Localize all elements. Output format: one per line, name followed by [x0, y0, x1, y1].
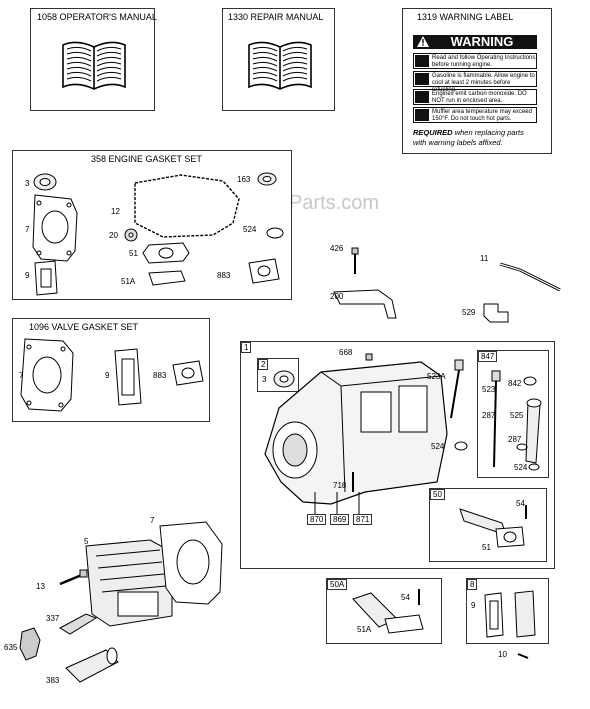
hot-surface-icon: [415, 109, 429, 121]
warning-header: WARNING: [413, 35, 537, 49]
part-tag: 871: [353, 514, 373, 525]
warning-row: Read and follow Operating Instructions b…: [413, 53, 537, 69]
part-label: 523A: [427, 372, 446, 381]
part-label: 524: [243, 225, 257, 234]
warning-row: Gasoline is flammable. Allow engine to c…: [413, 71, 537, 93]
part-label: 54: [401, 593, 410, 602]
part-label: 13: [36, 582, 45, 591]
part-label: 7: [19, 371, 24, 380]
book-icon: [62, 41, 126, 90]
warning-label-title: 1319 WARNING LABEL: [417, 12, 514, 22]
part-tag: 870: [307, 514, 327, 525]
part-label: 7: [150, 516, 155, 525]
part-label: 51: [129, 249, 138, 258]
warning-label-box: 1319 WARNING LABEL WARNING Read and foll…: [402, 8, 552, 154]
box-number: 8: [467, 579, 478, 590]
warning-note-text: when replacing parts: [454, 128, 524, 137]
part-label: 51A: [121, 277, 136, 286]
part-tag: 869: [330, 514, 350, 525]
part-label: 20: [109, 231, 118, 240]
warning-row: Engines emit carbon monoxide. DO NOT run…: [413, 89, 537, 105]
valve-cover-drawing: [484, 590, 536, 638]
part-label: 9: [105, 371, 110, 380]
valve-gasket-drawing: [20, 338, 204, 412]
part-label: 51A: [357, 625, 372, 634]
part-label: 12: [111, 207, 120, 216]
part-label: 54: [516, 499, 525, 508]
repair-manual-title: 1330 REPAIR MANUAL: [228, 12, 324, 22]
valve-cover-box: 8 9: [466, 578, 549, 644]
breather-tube-drawing: [352, 589, 424, 634]
operators-manual-title: 1058 OPERATOR'S MANUAL: [37, 12, 157, 22]
part-label: 524: [514, 463, 528, 472]
fumes-icon: [415, 91, 429, 103]
engine-block-drawing: [264, 353, 468, 514]
part-label: 10: [498, 650, 507, 659]
valve-gasket-set-box: 1096 VALVE GASKET SET 7 9 883: [12, 318, 210, 422]
part-label: 337: [46, 614, 60, 623]
part-label: 523: [482, 385, 496, 394]
dipstick-drawing: [491, 370, 542, 471]
engine-gasket-set-box: 358 ENGINE GASKET SET 3 163 12 7 20 524 …: [12, 150, 292, 300]
box-number: 50A: [327, 579, 348, 590]
warning-header-text: WARNING: [450, 34, 514, 49]
breather-assembly-box: 50 54 51: [429, 488, 547, 562]
warning-note: REQUIRED when replacing parts: [413, 128, 524, 137]
breather-tube-box: 50A 54 51A: [326, 578, 442, 644]
part-label: 426: [330, 244, 344, 253]
part-label: 200: [330, 292, 344, 301]
part-label: 383: [46, 676, 60, 685]
part-label: 3: [262, 375, 267, 384]
part-label: 9: [25, 271, 30, 280]
part-label: 11: [480, 254, 489, 263]
part-label: 5: [84, 537, 89, 546]
warning-row: Muffler area temperature may exceed 150°…: [413, 107, 537, 123]
part-label: 51: [482, 543, 491, 552]
part-label: 883: [153, 371, 167, 380]
oil-seal-drawing: [273, 370, 295, 388]
part-label: 529: [462, 308, 476, 317]
warning-note-bold: REQUIRED: [413, 128, 453, 137]
part-label: 7: [25, 225, 30, 234]
short-block-box: 1 2 3 668 523A 524 718 870 869 871 847: [240, 341, 555, 569]
seal-sub-box: 2 3: [257, 358, 299, 392]
part-label: 883: [217, 271, 231, 280]
part-label: 668: [339, 348, 353, 357]
box-number: 1: [241, 342, 252, 353]
part-label: 524: [431, 442, 445, 451]
repair-manual-box: 1330 REPAIR MANUAL: [222, 8, 335, 111]
book-icon: [248, 41, 312, 90]
flame-icon: [415, 73, 429, 85]
part-label: 287: [482, 411, 496, 420]
part-label: 3: [25, 179, 30, 188]
engine-gasket-set-title: 358 ENGINE GASKET SET: [91, 154, 202, 164]
box-number: 847: [478, 351, 498, 362]
dipstick-assembly-box: 847 523 842 287 525 287 524: [477, 350, 549, 478]
warning-triangle-icon: [417, 36, 429, 47]
warning-note-line2: with warning labels affixed.: [413, 138, 503, 147]
part-label: 718: [333, 481, 347, 490]
part-label: 163: [237, 175, 251, 184]
manual-icon: [415, 55, 429, 67]
box-number: 50: [430, 489, 445, 500]
part-label: 525: [510, 411, 524, 420]
part-label: 287: [508, 435, 522, 444]
box-number: 2: [258, 359, 269, 370]
operators-manual-box: 1058 OPERATOR'S MANUAL: [30, 8, 157, 111]
valve-gasket-set-title: 1096 VALVE GASKET SET: [29, 322, 139, 332]
breather-drawing: [459, 505, 527, 548]
part-label: 635: [4, 643, 18, 652]
part-label: 9: [471, 601, 476, 610]
engine-gasket-drawing: [32, 172, 284, 296]
part-label: 842: [508, 379, 522, 388]
